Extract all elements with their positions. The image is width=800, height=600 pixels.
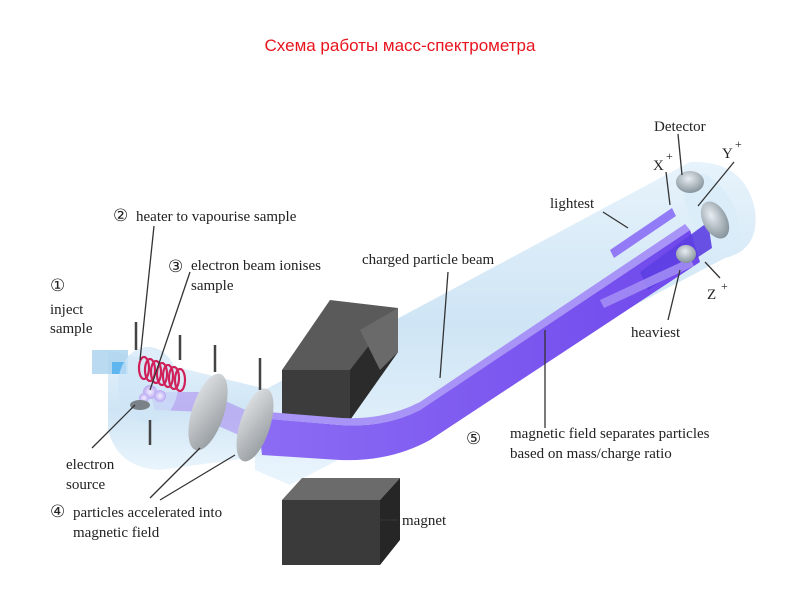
electron-source (130, 400, 150, 410)
separation-label-line1: magnetic field separates particles (510, 426, 710, 442)
detector (676, 171, 730, 263)
electron-source-label-line2: source (66, 477, 105, 493)
electron-beam-label-line1: electron beam ionises (191, 258, 321, 274)
step-1-number: ① (50, 276, 65, 296)
ion-x-label: X (653, 158, 664, 174)
ion-z-charge: + (721, 279, 728, 293)
magnet-top (282, 300, 398, 420)
accelerated-label-line2: magnetic field (73, 525, 160, 541)
detector-label: Detector (654, 119, 706, 135)
vaporised-sample (139, 385, 166, 403)
step-2-number: ② (113, 206, 128, 226)
lightest-label: lightest (550, 196, 595, 212)
step-3-number: ③ (168, 257, 183, 277)
electron-beam-label-line2: sample (191, 278, 234, 294)
separation-label-line2: based on mass/charge ratio (510, 446, 672, 462)
ion-z-label: Z (707, 287, 716, 303)
magnet-label: magnet (402, 513, 447, 529)
leader-lines (91, 133, 735, 521)
inject-sample-label-line1: inject (50, 302, 84, 318)
step-4-number: ④ (50, 502, 65, 522)
electron-source-label-line1: electron (66, 457, 115, 473)
magnet-bottom (282, 478, 400, 565)
ion-x-charge: + (666, 149, 673, 163)
heaviest-label: heaviest (631, 325, 681, 341)
ion-y-charge: + (735, 137, 742, 151)
page-title: Схема работы масс-спектрометра (264, 36, 536, 55)
inject-sample-label-line2: sample (50, 321, 93, 337)
charged-particle-beam-label: charged particle beam (362, 252, 494, 268)
step-5-number: ⑤ (466, 429, 481, 449)
heater-coil (137, 355, 187, 393)
accelerated-label-line1: particles accelerated into (73, 505, 222, 521)
heater-label: heater to vapourise sample (136, 209, 297, 225)
ion-y-label: Y (722, 146, 733, 162)
accelerator-plates (188, 345, 274, 462)
